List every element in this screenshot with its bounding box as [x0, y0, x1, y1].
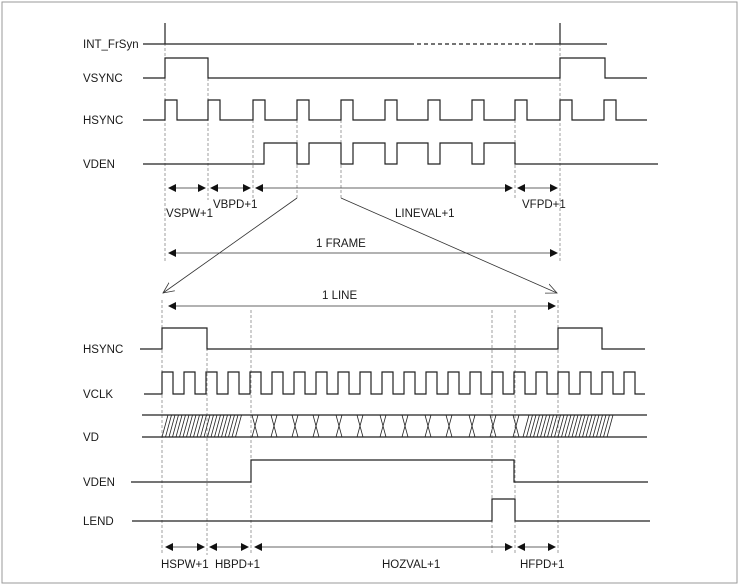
label-vclk: VCLK	[83, 389, 113, 401]
label-vden-line: VDEN	[83, 477, 115, 489]
waveform-vden-frame	[143, 142, 658, 165]
vd-transition	[335, 414, 343, 438]
vd-transition	[468, 414, 476, 438]
label-hsync-frame: HSYNC	[83, 115, 123, 127]
vd-hatch	[221, 414, 228, 438]
waveform-int-frsyn	[143, 23, 410, 45]
vd-hatch	[575, 414, 582, 438]
vd-hatch	[550, 414, 558, 438]
vd-hatch	[161, 414, 169, 438]
vd-hatch	[522, 414, 530, 438]
zoom-line-left	[163, 197, 298, 293]
label-vbpd: VBPD+1	[213, 199, 257, 211]
vd-hatch	[189, 414, 197, 438]
vd-hatch	[217, 414, 225, 438]
vd-hatch	[224, 414, 232, 438]
vd-transition	[356, 414, 364, 438]
vd-transition	[489, 414, 497, 438]
vd-hatch	[182, 414, 190, 438]
vd-transition	[512, 414, 520, 438]
vd-hatch	[179, 414, 186, 438]
vd-hatch	[235, 414, 242, 438]
vd-transition	[312, 414, 320, 438]
label-vfpd: VFPD+1	[522, 199, 566, 211]
vd-hatch	[165, 414, 172, 438]
vd-hatch	[540, 414, 547, 438]
vd-hatch	[228, 414, 235, 438]
vd-hatch	[592, 414, 600, 438]
waveform-vden-line	[131, 459, 648, 483]
label-1-frame: 1 FRAME	[316, 238, 366, 250]
label-1-line: 1 LINE	[322, 290, 357, 302]
label-hbpd: HBPD+1	[215, 559, 260, 571]
vd-hatch	[582, 414, 589, 438]
vd-hatch	[231, 414, 239, 438]
vd-hatch	[200, 414, 207, 438]
vd-hatch	[193, 414, 200, 438]
label-vsync: VSYNC	[83, 73, 123, 85]
vd-hatch	[168, 414, 176, 438]
vd-hatch	[589, 414, 596, 438]
vd-hatch	[596, 414, 603, 438]
vd-hatch	[207, 414, 214, 438]
label-vspw: VSPW+1	[166, 208, 213, 220]
vd-hatch	[175, 414, 183, 438]
vd-hatch	[533, 414, 540, 438]
vd-hatch	[210, 414, 218, 438]
label-int-frsyn: INT_FrSyn	[83, 39, 139, 51]
vd-transition	[401, 414, 409, 438]
waveform-vsync	[143, 57, 647, 79]
zoom-line-right	[340, 197, 557, 293]
vd-hatch	[186, 414, 193, 438]
waveform-vd	[142, 414, 647, 438]
label-hspw: HSPW+1	[161, 559, 209, 571]
vd-hatch	[571, 414, 579, 438]
vd-hatch	[557, 414, 565, 438]
vd-hatch	[578, 414, 586, 438]
label-vd: VD	[83, 432, 99, 444]
vd-transition	[251, 414, 259, 438]
vd-transition	[291, 414, 299, 438]
label-hozval: HOZVAL+1	[382, 559, 440, 571]
vd-transition	[270, 414, 278, 438]
vd-hatch	[529, 414, 537, 438]
label-hfpd: HFPD+1	[520, 559, 564, 571]
vd-hatch	[203, 414, 211, 438]
waveform-vclk	[144, 371, 645, 395]
waveform-lend	[132, 498, 650, 522]
vd-hatch	[554, 414, 561, 438]
vd-hatch	[526, 414, 533, 438]
label-lineval: LINEVAL+1	[395, 208, 455, 220]
vd-transition	[445, 414, 453, 438]
vd-hatch	[547, 414, 554, 438]
vd-hatch	[568, 414, 575, 438]
vd-hatch	[603, 414, 610, 438]
vd-hatch	[585, 414, 593, 438]
vd-hatch	[172, 414, 179, 438]
label-lend: LEND	[83, 516, 114, 528]
vd-hatch	[606, 414, 614, 438]
label-hsync-line: HSYNC	[83, 344, 123, 356]
vd-hatch	[536, 414, 544, 438]
vd-transition	[424, 414, 432, 438]
waveform-hsync-frame	[143, 99, 647, 121]
label-vden-frame: VDEN	[83, 159, 115, 171]
vd-transition	[379, 414, 387, 438]
waveform-hsync-line	[140, 327, 645, 350]
vd-hatch	[564, 414, 572, 438]
vd-hatch	[599, 414, 607, 438]
vd-hatch	[196, 414, 204, 438]
vd-hatch	[543, 414, 551, 438]
waveform-int-frsyn-end	[535, 23, 607, 45]
vd-hatch	[561, 414, 568, 438]
vd-hatch	[214, 414, 221, 438]
